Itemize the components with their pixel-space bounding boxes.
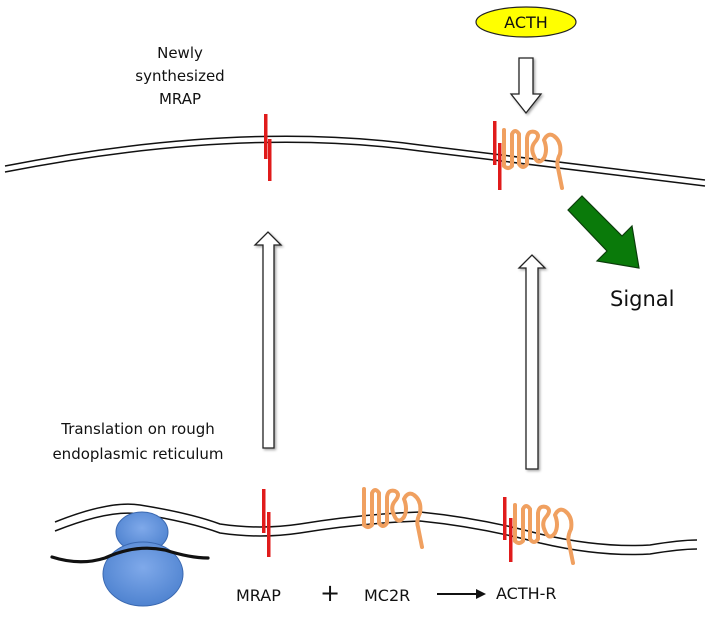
plasma-membrane	[4, 135, 706, 187]
acth-label: ACTH	[504, 13, 548, 32]
mrna-strand	[50, 546, 210, 564]
newly-synthesized-label: Newly synthesized MRAP	[135, 44, 224, 108]
trafficking-arrow-mrap	[253, 231, 283, 449]
mrap-label: MRAP	[236, 586, 281, 605]
svg-text:Newly: Newly	[157, 44, 203, 62]
plus-sign: +	[320, 579, 340, 607]
acth-binding-arrow	[509, 57, 543, 115]
mc2r-receptor-er	[362, 487, 424, 549]
acth-ligand: ACTH	[475, 6, 577, 38]
translation-label: Translation on rough endoplasmic reticul…	[52, 420, 223, 463]
svg-text:synthesized: synthesized	[135, 67, 224, 85]
signal-label: Signal	[610, 287, 675, 311]
mrap-dimer-er	[262, 489, 271, 557]
svg-text:endoplasmic reticulum: endoplasmic reticulum	[52, 445, 223, 463]
mc2r-label: MC2R	[364, 586, 410, 605]
svg-text:Translation on rough: Translation on rough	[60, 420, 215, 438]
signal-arrow-icon	[567, 195, 640, 269]
trafficking-arrow-acth-r	[517, 254, 547, 470]
mrap-dimer-er-complex	[503, 497, 513, 562]
acth-r-label: ACTH-R	[496, 584, 557, 603]
mrap-dimer-top-right	[493, 121, 502, 190]
mc2r-receptor-er-complex	[513, 503, 575, 565]
forms-arrow-icon	[437, 589, 486, 599]
ribosome	[102, 511, 184, 607]
svg-text:MRAP: MRAP	[159, 90, 201, 108]
mrap-dimer-top	[264, 114, 272, 181]
